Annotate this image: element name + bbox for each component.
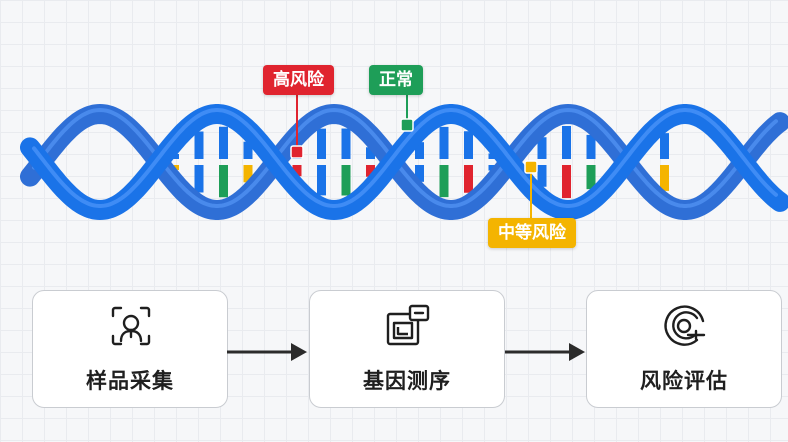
sequencing-device-icon — [386, 304, 430, 346]
step-gene-sequencing: 基因测序 — [309, 290, 505, 408]
strand-front-highlight — [32, 108, 778, 209]
step-label: 样品采集 — [86, 369, 174, 393]
dna-helix — [20, 95, 788, 221]
step-label: 风险评估 — [640, 369, 728, 393]
flow-arrow — [505, 343, 585, 361]
risk-markers — [290, 95, 538, 218]
base-pairs — [170, 126, 669, 198]
medium-risk-marker — [524, 160, 538, 174]
medium-risk-tag: 中等风险 — [488, 218, 576, 248]
step-label: 基因测序 — [363, 369, 451, 393]
strand-front — [20, 104, 788, 221]
step-risk-assessment: 风险评估 — [586, 290, 782, 408]
high-risk-marker — [290, 145, 304, 159]
dna-strands — [20, 103, 788, 221]
step-sample-collection: 样品采集 — [32, 290, 228, 408]
risk-assessment-icon — [664, 305, 706, 346]
high-risk-tag: 高风险 — [263, 65, 334, 95]
normal-tag: 正常 — [369, 65, 423, 95]
sample-scanner-icon — [111, 306, 151, 346]
normal-marker — [400, 118, 414, 132]
flow-arrow — [227, 343, 307, 361]
